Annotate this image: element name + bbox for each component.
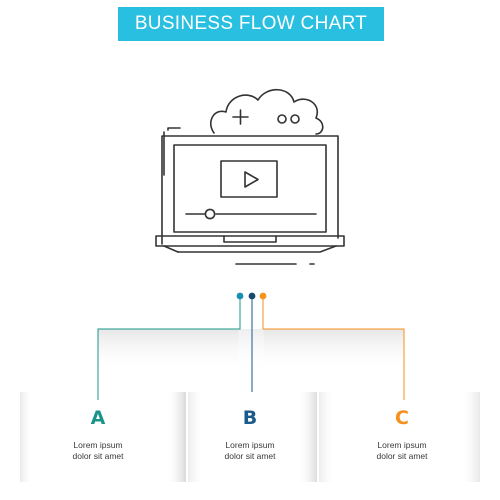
laptop-icon: [155, 127, 345, 265]
cloud-icon: [210, 88, 324, 135]
card-shadows: [20, 392, 480, 482]
connector-line-a: [97, 299, 241, 400]
card-b-text: Lorem ipsum dolor sit amet: [190, 440, 310, 462]
gamepad-button-icon: [277, 114, 287, 124]
card-c-line2: dolor sit amet: [376, 451, 428, 461]
card-a-line2: dolor sit amet: [72, 451, 124, 461]
connector-dot-c: [259, 292, 267, 300]
card-b-line1: Lorem ipsum: [225, 440, 275, 450]
connector-dot-a: [236, 292, 244, 300]
page-title: BUSINESS FLOW CHART: [134, 13, 368, 34]
card-c-letter: C: [395, 407, 409, 429]
branch-shade-right: [264, 329, 404, 373]
branch-shade-left: [98, 329, 238, 373]
branch-shade-middle: [238, 329, 264, 373]
card-a-line1: Lorem ipsum: [73, 440, 123, 450]
card-c-line1: Lorem ipsum: [377, 440, 427, 450]
card-a-text: Lorem ipsum dolor sit amet: [38, 440, 158, 462]
play-icon: [244, 171, 259, 188]
plus-icon: [232, 109, 249, 125]
title-banner: BUSINESS FLOW CHART: [118, 7, 384, 41]
card-b-line2: dolor sit amet: [224, 451, 276, 461]
gamepad-button-icon: [290, 114, 300, 124]
card-c-text: Lorem ipsum dolor sit amet: [342, 440, 462, 462]
connector-dot-b: [248, 292, 256, 300]
card-a-letter: A: [90, 407, 106, 429]
connector-line-c: [262, 299, 405, 400]
video-player-icon: [185, 160, 317, 220]
laptop-video-cloud-gamepad-icon: [155, 88, 345, 265]
video-scrubber-icon: [204, 208, 216, 220]
card-b-letter: B: [242, 407, 258, 429]
